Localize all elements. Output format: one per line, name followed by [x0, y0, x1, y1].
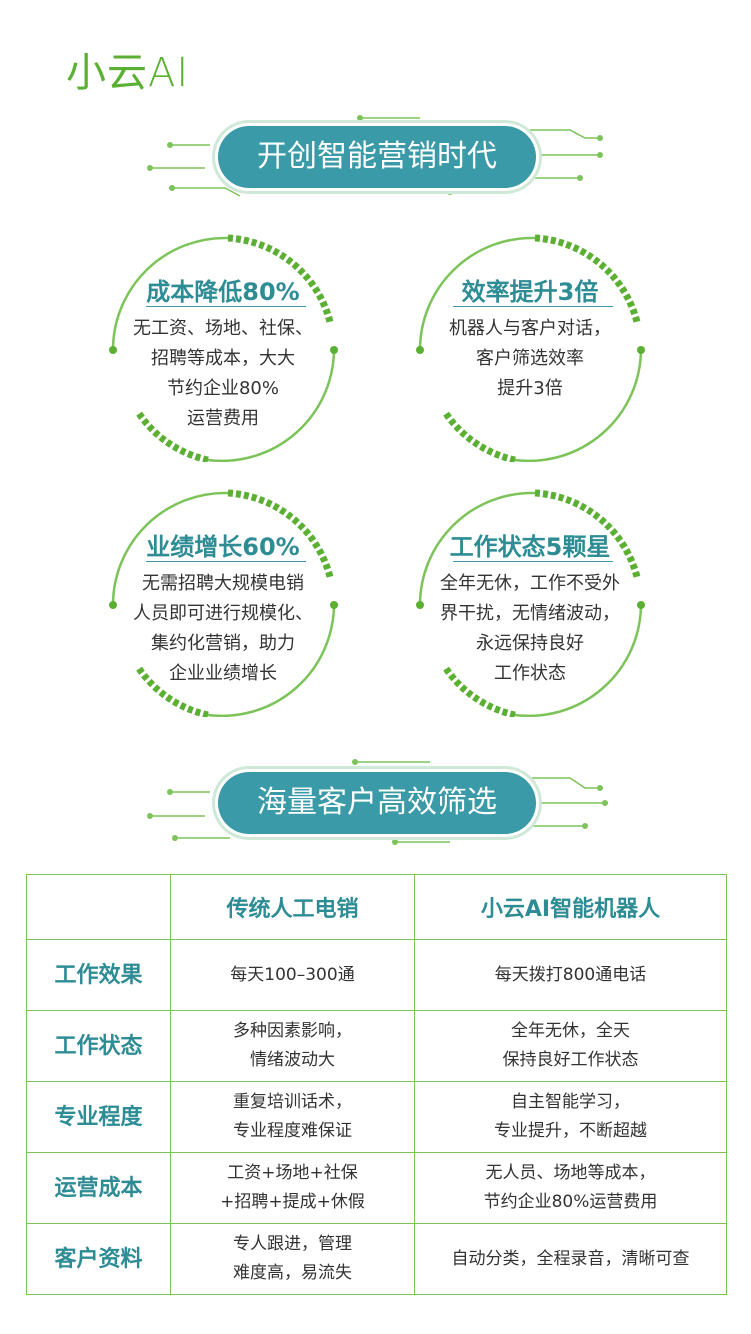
cell-traditional: 工资+场地+社保 +招聘+提成+休假: [170, 1152, 415, 1224]
cell-traditional: 每天100–300通: [170, 939, 415, 1011]
row-label: 客户资料: [26, 1223, 171, 1295]
cell-line: 专业程度难保证: [233, 1121, 352, 1141]
feature-line: 全年无休，工作不受外: [440, 573, 620, 594]
circle-ring-icon: [416, 234, 645, 462]
table-row: 工作状态 多种因素影响， 情绪波动大 全年无休，全天保持良好工作状态: [26, 1010, 727, 1082]
cell-ai: 自主智能学习， 专业提升，不断超越: [414, 1081, 727, 1153]
divider: [453, 561, 613, 562]
table-header-row: 传统人工电销 小云AI智能机器人: [26, 874, 727, 940]
feature-line: 无工资、场地、社保、: [133, 318, 313, 339]
feature-line: 企业业绩增长: [169, 663, 277, 684]
table-header-empty: [26, 874, 171, 940]
feature-line: 工作状态: [494, 663, 566, 684]
circle-ring-icon: [109, 234, 338, 462]
table-header-traditional: 传统人工电销: [170, 874, 415, 940]
divider: [453, 306, 613, 307]
cell-ai: 每天拨打800通电话: [414, 939, 727, 1011]
banner-title-2: 海量客户高效筛选: [218, 772, 536, 834]
cell-traditional: 多种因素影响， 情绪波动大: [170, 1010, 415, 1082]
feature-cost: 成本降低80% 无工资、场地、社保、 招聘等成本，大大 节约企业80% 运营费用: [108, 232, 338, 462]
table-row: 客户资料 专人跟进，管理难度高，易流失 自动分类，全程录音，清晰可查: [26, 1223, 727, 1295]
cell-traditional: 专人跟进，管理难度高，易流失: [170, 1223, 415, 1295]
feature-title: 业绩增长60%: [146, 533, 300, 561]
circle-ring-icon: [416, 489, 645, 717]
cell-traditional: 重复培训话术， 专业程度难保证: [170, 1081, 415, 1153]
divider: [146, 306, 306, 307]
cell-line: 保持良好工作状态: [502, 1050, 639, 1070]
feature-title: 工作状态5颗星: [449, 533, 611, 561]
feature-line: 招聘等成本，大大: [151, 348, 295, 369]
feature-text: 全年无休，工作不受外 界干扰，无情绪波动， 永远保持良好 工作状态: [415, 569, 645, 689]
cell-line: 每天拨打800通电话: [494, 964, 647, 985]
cell-line: 重复培训话术，: [233, 1092, 352, 1112]
feature-text: 无工资、场地、社保、 招聘等成本，大大 节约企业80% 运营费用: [108, 314, 338, 434]
circuit-decoration-2: [147, 759, 608, 845]
cell-line: 每天100–300通: [230, 964, 355, 985]
feature-line: 机器人与客户对话，: [449, 318, 611, 339]
cell-ai: 自动分类，全程录音，清晰可查: [414, 1223, 727, 1295]
cell-line: +招聘+提成+休假: [220, 1192, 365, 1212]
feature-growth: 业绩增长60% 无需招聘大规模电销 人员即可进行规模化、 集约化营销，助力 企业…: [108, 487, 338, 717]
comparison-table: 传统人工电销 小云AI智能机器人 工作效果 每天100–300通 每天拨打800…: [26, 874, 727, 1295]
circuit-decoration-1: [147, 115, 603, 197]
feature-status: 工作状态5颗星 全年无休，工作不受外 界干扰，无情绪波动， 永远保持良好 工作状…: [415, 487, 645, 717]
row-label: 工作状态: [26, 1010, 171, 1082]
banner-title-1: 开创智能营销时代: [218, 126, 536, 188]
feature-line: 界干扰，无情绪波动，: [440, 603, 620, 624]
feature-title: 效率提升3倍: [461, 278, 599, 306]
cell-line: 情绪波动大: [250, 1050, 335, 1070]
cell-line: 难度高，易流失: [233, 1263, 352, 1283]
table-header-ai: 小云AI智能机器人: [414, 874, 727, 940]
cell-line: 专人跟进，管理: [233, 1234, 352, 1254]
feature-text: 机器人与客户对话， 客户筛选效率 提升3倍: [415, 314, 645, 404]
row-label: 工作效果: [26, 939, 171, 1011]
feature-line: 永远保持良好: [476, 633, 584, 654]
feature-line: 集约化营销，助力: [151, 633, 295, 654]
row-label: 专业程度: [26, 1081, 171, 1153]
table-row: 运营成本 工资+场地+社保 +招聘+提成+休假 无人员、场地等成本， 节约企业80%…: [26, 1152, 727, 1224]
feature-line: 客户筛选效率: [476, 348, 584, 369]
feature-line: 运营费用: [187, 408, 259, 429]
banner-2-wrap: 海量客户高效筛选: [0, 748, 751, 858]
row-label: 运营成本: [26, 1152, 171, 1224]
cell-line: 无人员、场地等成本，: [485, 1163, 656, 1183]
cell-line: 节约企业80%运营费用: [483, 1192, 658, 1212]
feature-line: 无需招聘大规模电销: [142, 573, 304, 594]
cell-ai: 无人员、场地等成本， 节约企业80%运营费用: [414, 1152, 727, 1224]
feature-efficiency: 效率提升3倍 机器人与客户对话， 客户筛选效率 提升3倍: [415, 232, 645, 462]
table-row: 专业程度 重复培训话术， 专业程度难保证 自主智能学习， 专业提升，不断超越: [26, 1081, 727, 1153]
circle-ring-icon: [109, 489, 338, 717]
cell-line: 自主智能学习，: [511, 1092, 630, 1112]
cell-line: 专业提升，不断超越: [494, 1121, 647, 1141]
feature-line: 提升3倍: [497, 378, 563, 399]
cell-line: 自动分类，全程录音，清晰可查: [451, 1248, 690, 1269]
feature-line: 人员即可进行规模化、: [133, 603, 313, 624]
banner-1-wrap: 开创智能营销时代: [0, 100, 751, 210]
cell-line: 全年无休，全天: [511, 1021, 630, 1041]
cell-line: 工资+场地+社保: [227, 1163, 358, 1183]
table-row: 工作效果 每天100–300通 每天拨打800通电话: [26, 939, 727, 1011]
logo: 小云AI: [66, 50, 190, 96]
cell-line: 多种因素影响，: [233, 1021, 352, 1041]
cell-ai: 全年无休，全天保持良好工作状态: [414, 1010, 727, 1082]
feature-line: 节约企业80%: [166, 378, 279, 399]
divider: [146, 561, 306, 562]
feature-title: 成本降低80%: [146, 278, 300, 306]
feature-text: 无需招聘大规模电销 人员即可进行规模化、 集约化营销，助力 企业业绩增长: [108, 569, 338, 689]
